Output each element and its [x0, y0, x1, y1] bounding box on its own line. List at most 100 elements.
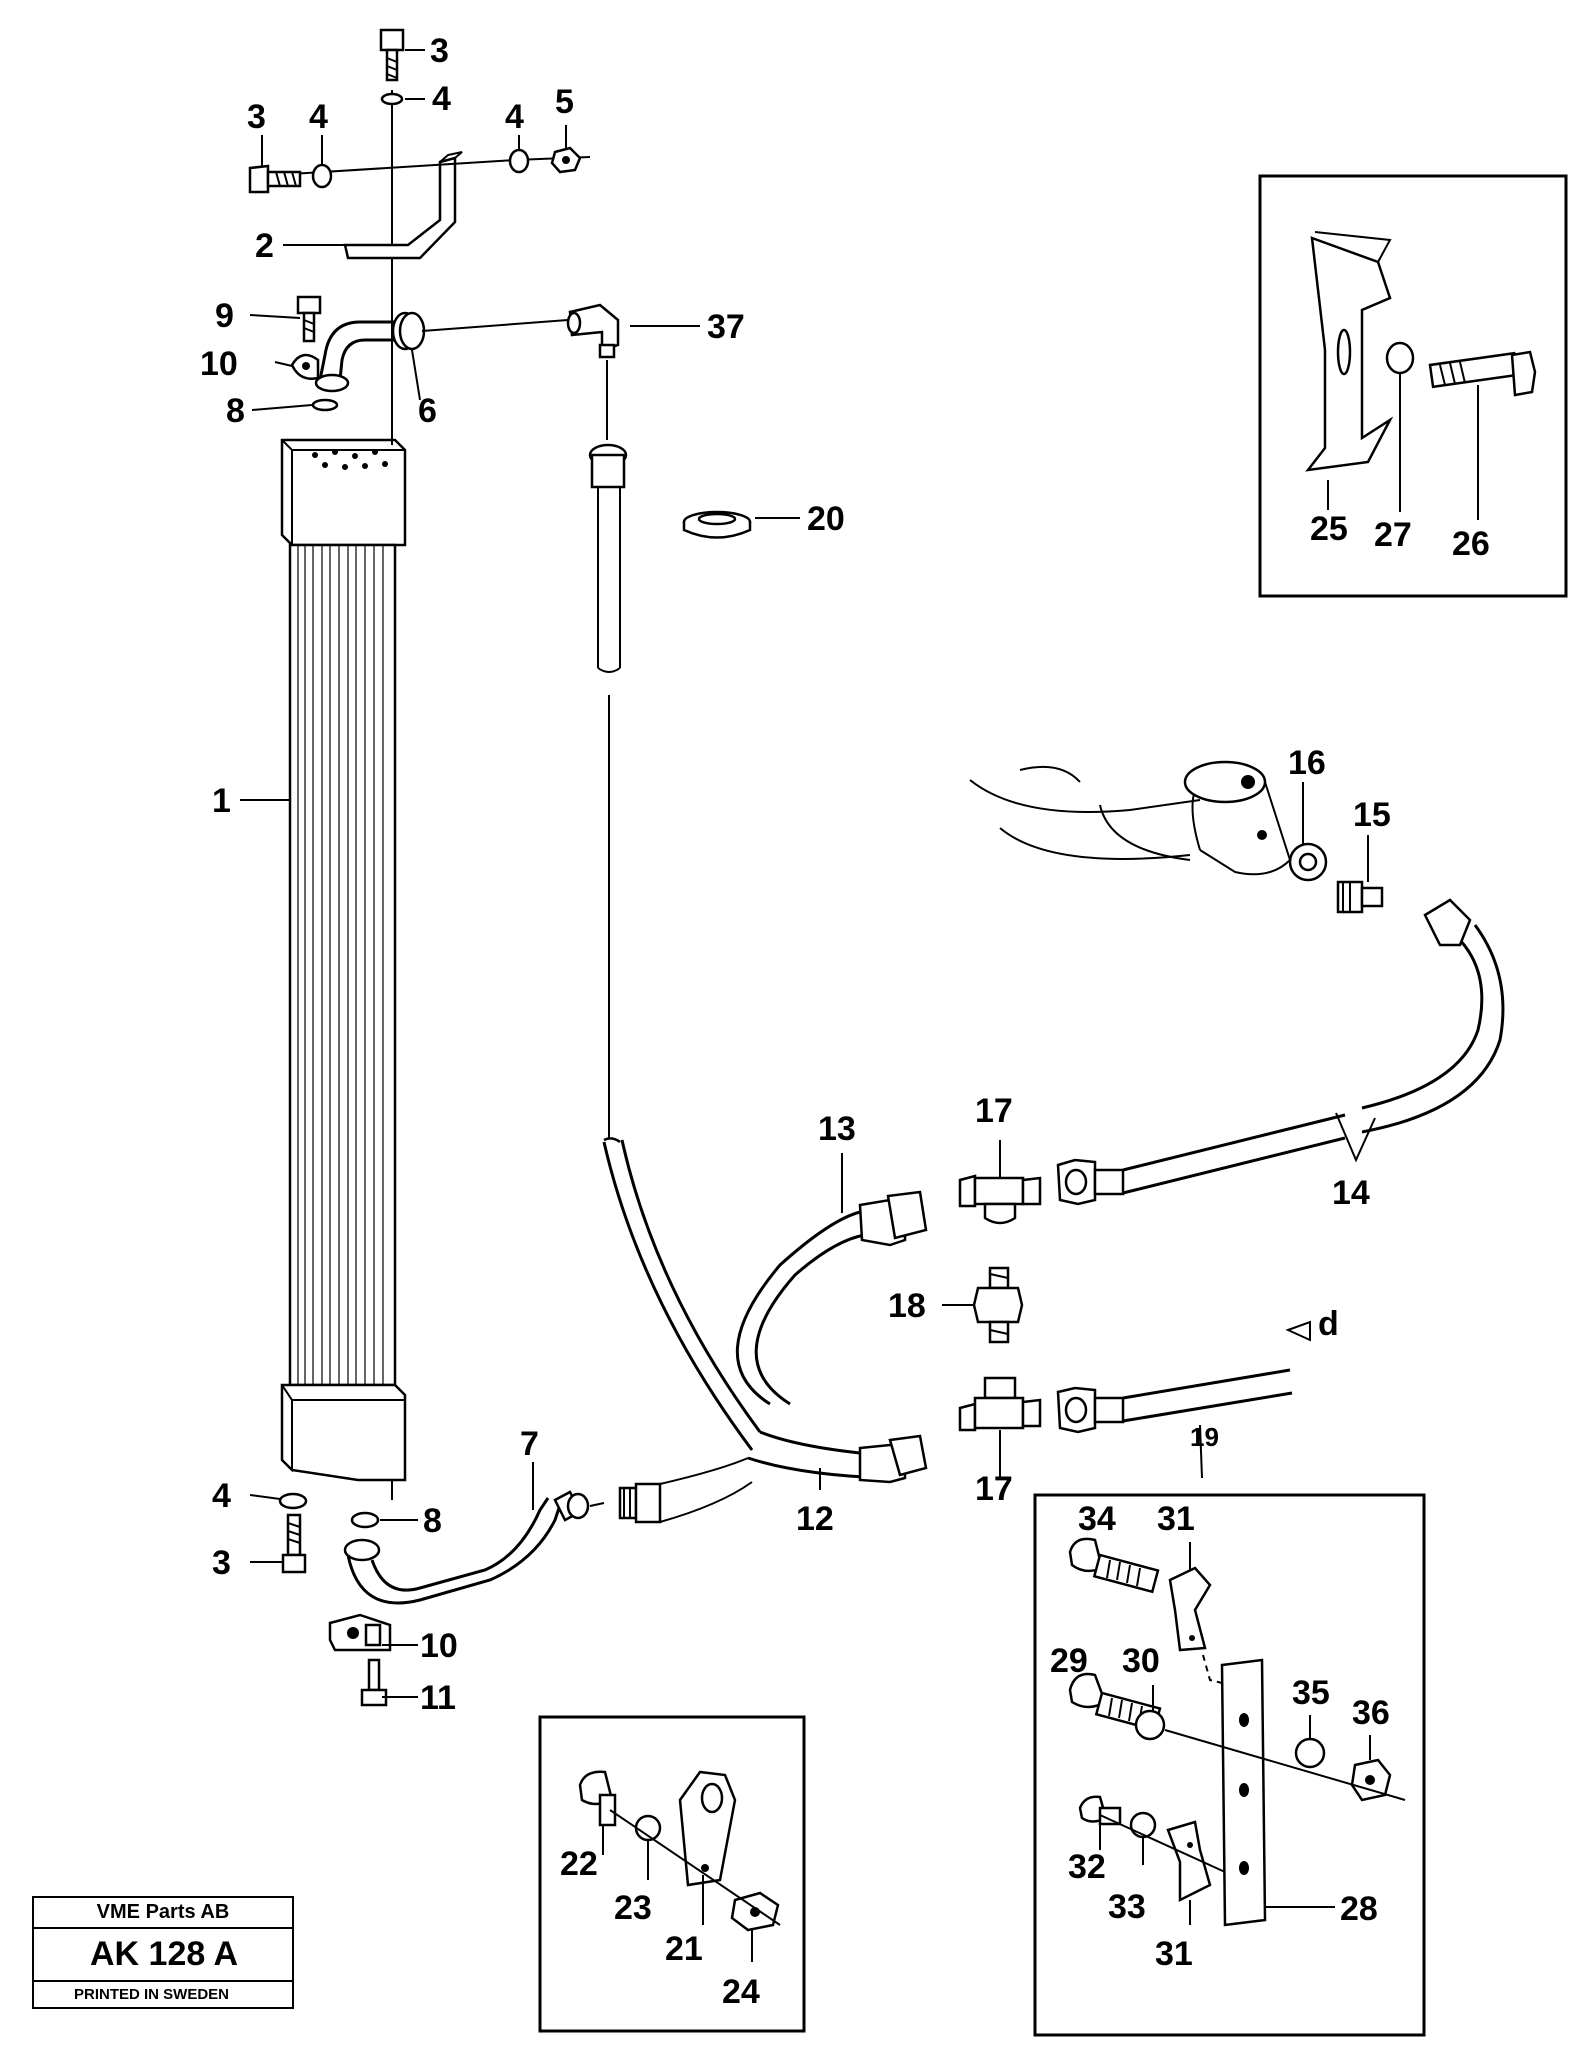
callout-37: 37 [707, 308, 745, 346]
bolt-part-3-top [379, 28, 405, 82]
leader-lines [240, 49, 1479, 1962]
plate-part-28 [1220, 1658, 1267, 1927]
hose-end-fitting [618, 1457, 753, 1524]
washer-part-27 [1385, 341, 1415, 375]
hose-part-19 [1056, 1320, 1311, 1434]
washer-part-33 [1129, 1811, 1157, 1839]
nut-part-5 [550, 146, 582, 174]
engine-housing [969, 760, 1292, 876]
clamp-part-25 [1305, 231, 1394, 472]
callout-26: 26 [1452, 525, 1490, 563]
callout-10: 10 [200, 345, 238, 383]
callout-1: 1 [212, 782, 231, 820]
callout-4: 4 [432, 80, 451, 118]
bolt-part-3-left [248, 164, 302, 194]
callout-36: 36 [1352, 1694, 1390, 1732]
callout-3: 3 [212, 1544, 231, 1582]
callout-3: 3 [430, 32, 449, 70]
clip-part-21 [678, 1770, 737, 1887]
callout-18: 18 [888, 1287, 926, 1325]
stamp-company: VME Parts AB [34, 1898, 292, 1929]
stamp-code: AK 128 A [34, 1929, 292, 1982]
screw-part-9 [296, 295, 322, 343]
callout-17: 17 [975, 1092, 1013, 1130]
callout-25: 25 [1310, 510, 1348, 548]
callout-2: 2 [255, 227, 274, 265]
grommet-part-20 [682, 510, 752, 539]
inset-box-clip [538, 1715, 806, 2033]
callout-27: 27 [1374, 516, 1412, 554]
inset-box-clamp [1258, 174, 1568, 598]
pipe-part-7 [343, 1490, 590, 1605]
bracket-part-2 [343, 151, 463, 260]
callout-31: 31 [1155, 1935, 1193, 1973]
callout-14: 14 [1332, 1174, 1370, 1212]
callout-35: 35 [1292, 1674, 1330, 1712]
adapter-part-15 [1336, 880, 1384, 914]
nut-part-24 [730, 1891, 780, 1932]
hose-upper [588, 443, 628, 673]
callout-23: 23 [614, 1889, 652, 1927]
washer-part-4-left [311, 163, 333, 189]
callout-4: 4 [212, 1477, 231, 1515]
callout-10: 10 [420, 1627, 458, 1665]
union-nut-part-6 [391, 311, 426, 351]
callout-19: 19 [1190, 1422, 1219, 1452]
bolt-part-34 [1068, 1537, 1160, 1594]
callout-3: 3 [247, 98, 266, 136]
callout-4: 4 [309, 98, 328, 136]
hose-middle [602, 1137, 762, 1451]
tee-part-17-bottom [958, 1376, 1042, 1432]
bolt-part-3-bottom [281, 1513, 307, 1574]
callout-5: 5 [555, 83, 574, 121]
o-ring-part-8-top [311, 398, 339, 412]
callout-16: 16 [1288, 744, 1326, 782]
clip-part-31-top [1168, 1566, 1212, 1652]
screw-part-32 [1078, 1795, 1122, 1826]
callout-32: 32 [1068, 1848, 1106, 1886]
washer-part-35 [1294, 1737, 1326, 1769]
callout-13: 13 [818, 1110, 856, 1148]
callout-d: d [1318, 1305, 1339, 1343]
screw-part-11 [360, 1658, 388, 1707]
clip-part-10-top [290, 353, 320, 380]
hose-part-13 [736, 1190, 928, 1406]
callout-labels: 3 4 3 4 4 5 2 9 10 8 6 37 20 1 4 3 8 7 1… [200, 32, 1490, 2011]
washer-part-16 [1288, 842, 1328, 882]
hose-part-14 [1056, 898, 1505, 1206]
callout-24: 24 [722, 1973, 760, 2011]
callout-8: 8 [226, 392, 245, 430]
nipple-part-18 [972, 1266, 1024, 1344]
callout-9: 9 [215, 297, 234, 335]
callout-21: 21 [665, 1930, 703, 1968]
stamp-printed: PRINTED IN SWEDEN [74, 1986, 230, 2003]
washer-part-4-top [380, 92, 404, 106]
bolt-part-26 [1428, 350, 1537, 397]
washer-part-4-right [508, 148, 530, 174]
inset-box-bracket [1033, 1493, 1426, 2037]
callout-28: 28 [1340, 1890, 1378, 1928]
clip-part-10-bottom [328, 1613, 392, 1652]
callout-12: 12 [796, 1500, 834, 1538]
callout-33: 33 [1108, 1888, 1146, 1926]
callout-15: 15 [1353, 796, 1391, 834]
oil-cooler-part-1 [280, 438, 407, 1482]
callout-11: 11 [420, 1679, 456, 1717]
washer-part-30 [1134, 1709, 1166, 1741]
callout-20: 20 [807, 500, 845, 538]
callout-8: 8 [423, 1502, 442, 1540]
callout-7: 7 [520, 1425, 539, 1463]
callout-22: 22 [560, 1845, 598, 1883]
callout-31: 31 [1157, 1500, 1195, 1538]
tee-part-17-top [958, 1174, 1042, 1225]
callout-17: 17 [975, 1470, 1013, 1508]
title-stamp: VME Parts AB AK 128 A PRINTED IN SWEDEN [32, 1896, 294, 2009]
elbow-fitting-part-37 [566, 303, 620, 359]
hose-part-12 [747, 1430, 928, 1484]
callout-29: 29 [1050, 1642, 1088, 1680]
screw-part-22 [578, 1770, 617, 1827]
washer-part-4-bottom [278, 1492, 308, 1510]
o-ring-part-8-bottom [350, 1511, 380, 1529]
callout-34: 34 [1078, 1500, 1116, 1538]
